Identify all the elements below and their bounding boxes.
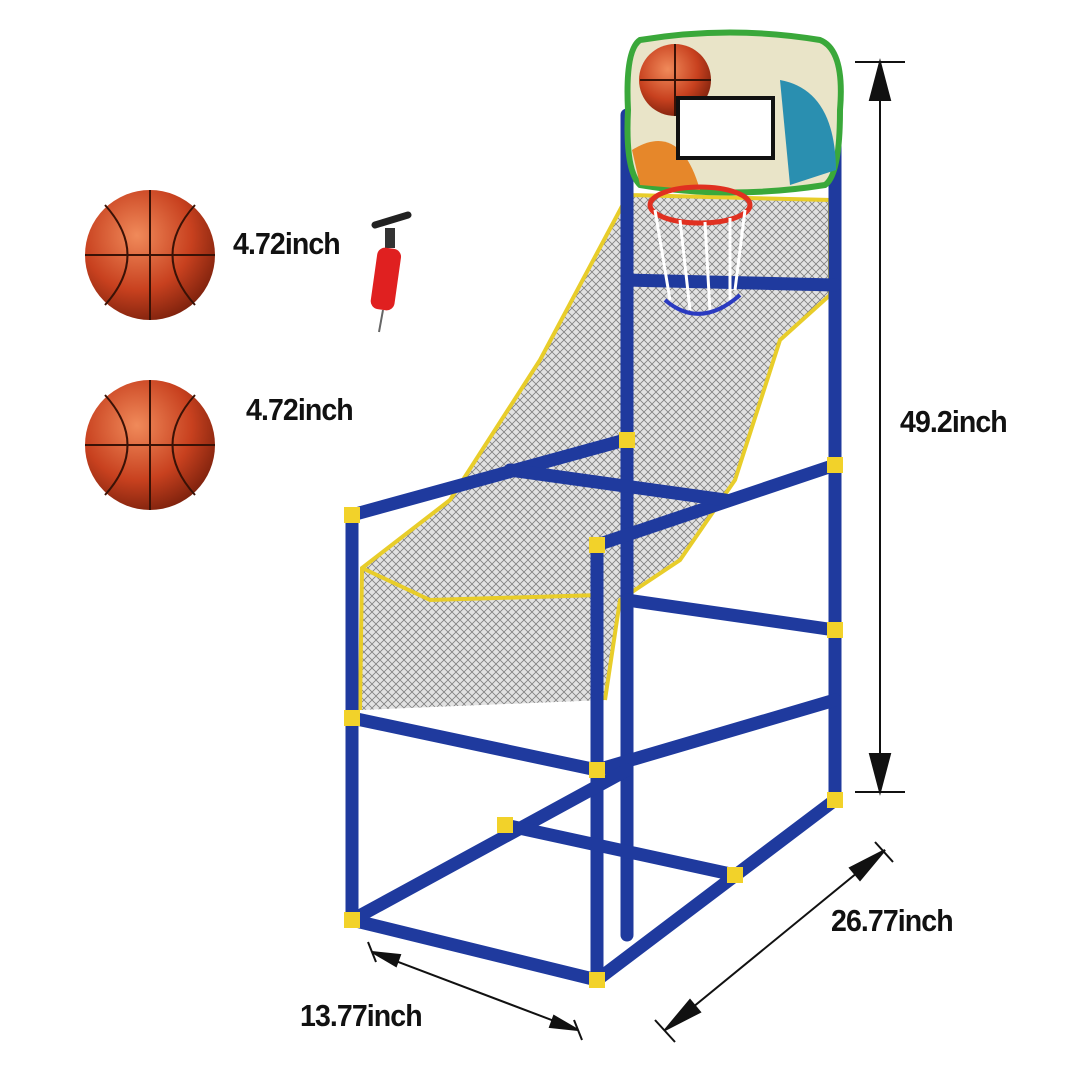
ball-size-label-top: 4.72inch: [233, 226, 341, 261]
hoop: [647, 184, 753, 316]
depth-dimension-arrow: [654, 841, 894, 1043]
height-dimension-arrow: [855, 58, 905, 796]
height-label: 49.2inch: [900, 404, 1008, 439]
depth-label: 26.77inch: [831, 903, 954, 938]
frame-joints: [344, 432, 843, 988]
width-label: 13.77inch: [300, 998, 423, 1033]
basketball-bottom: [85, 380, 215, 510]
pump-icon: [370, 211, 412, 333]
basketball-top: [85, 190, 215, 320]
backboard: [624, 29, 844, 196]
frame: [345, 108, 842, 987]
width-dimension-arrow: [367, 941, 583, 1041]
ball-size-label-bottom: 4.72inch: [246, 392, 354, 427]
